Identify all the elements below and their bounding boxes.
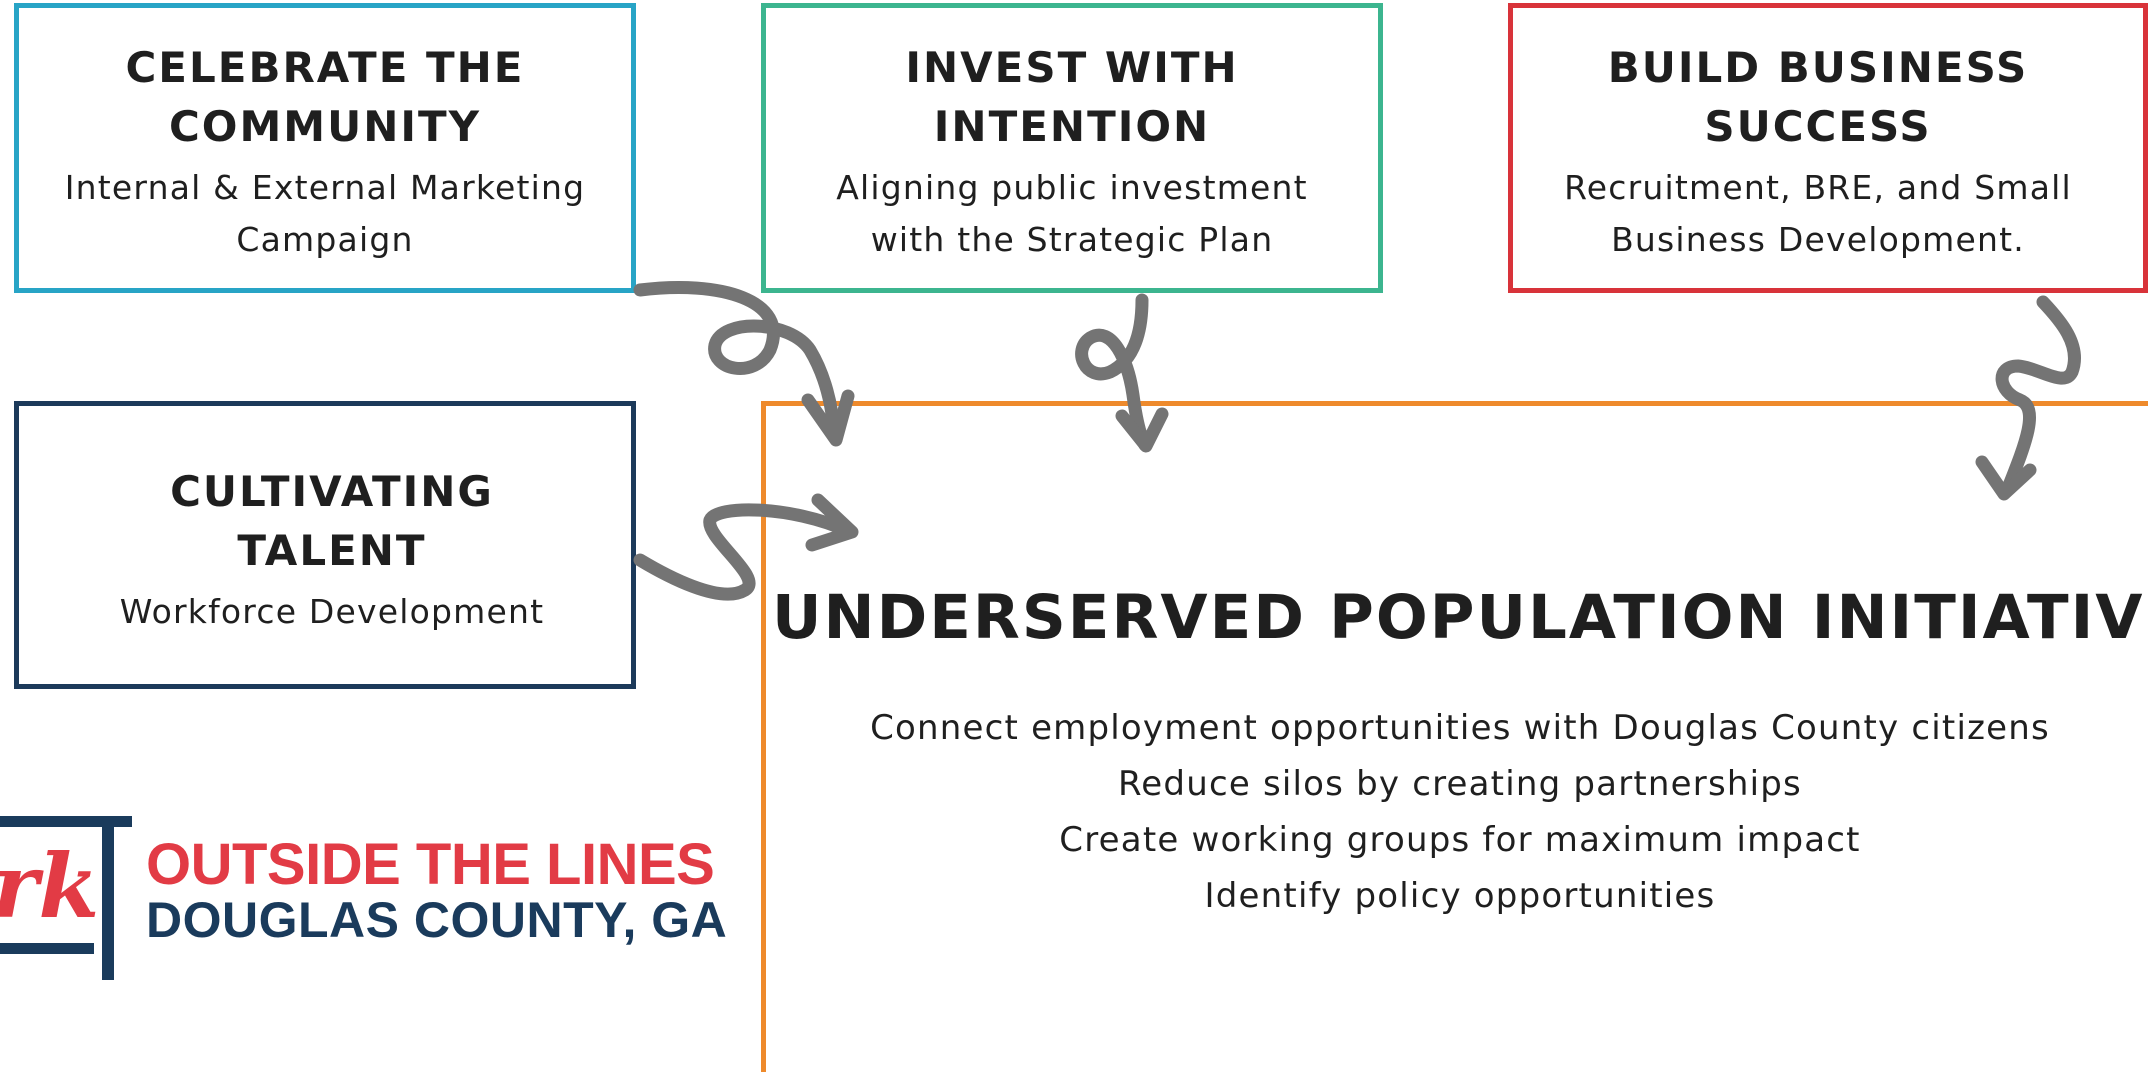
celebrate-community-description: Internal & External Marketing Campaign: [64, 168, 586, 259]
invest-with-intention-title: INVEST WITH INTENTION: [905, 43, 1239, 151]
logo-bracket-top: [0, 816, 132, 827]
initiative-goal: Identify policy opportunities: [1204, 876, 1716, 916]
build-business-success-description: Recruitment, BRE, and Small Business Dev…: [1564, 168, 2072, 259]
cultivating-talent-box: CULTIVATING TALENT Workforce Development: [14, 401, 636, 689]
initiative-goals-list: Connect employment opportunities with Do…: [772, 700, 2148, 924]
build-business-success-box: BUILD BUSINESS SUCCESS Recruitment, BRE,…: [1508, 3, 2148, 293]
initiative-goal: Create working groups for maximum impact: [1059, 820, 1861, 860]
invest-with-intention-description: Aligning public investment with the Stra…: [836, 168, 1308, 259]
celebrate-community-box: CELEBRATE THE COMMUNITY Internal & Exter…: [14, 3, 636, 293]
build-business-success-title: BUILD BUSINESS SUCCESS: [1607, 43, 2029, 151]
initiative-goal: Reduce silos by creating partnerships: [1118, 764, 1802, 804]
cultivating-talent-description: Workforce Development: [119, 592, 545, 631]
underserved-initiative-title: UNDERSERVED POPULATION INITIATIVE: [772, 582, 2148, 653]
celebrate-community-title: CELEBRATE THE COMMUNITY: [125, 43, 525, 151]
logo-line-1: OUTSIDE THE LINES: [146, 832, 715, 897]
cultivating-talent-title: CULTIVATING TALENT: [170, 467, 494, 575]
logo-bracket-bar: [102, 816, 114, 980]
invest-with-intention-box: INVEST WITH INTENTION Aligning public in…: [761, 3, 1383, 293]
logo-bracket-bottom: [0, 943, 94, 954]
logo-line-2: DOUGLAS COUNTY, GA: [146, 892, 728, 948]
outside-the-lines-logo: rk OUTSIDE THE LINES DOUGLAS COUNTY, GA: [0, 812, 727, 982]
underserved-initiative-box: UNDERSERVED POPULATION INITIATIVE Connec…: [761, 401, 2148, 1072]
initiative-goal: Connect employment opportunities with Do…: [870, 708, 2050, 748]
logo-script-mark: rk: [0, 834, 100, 938]
